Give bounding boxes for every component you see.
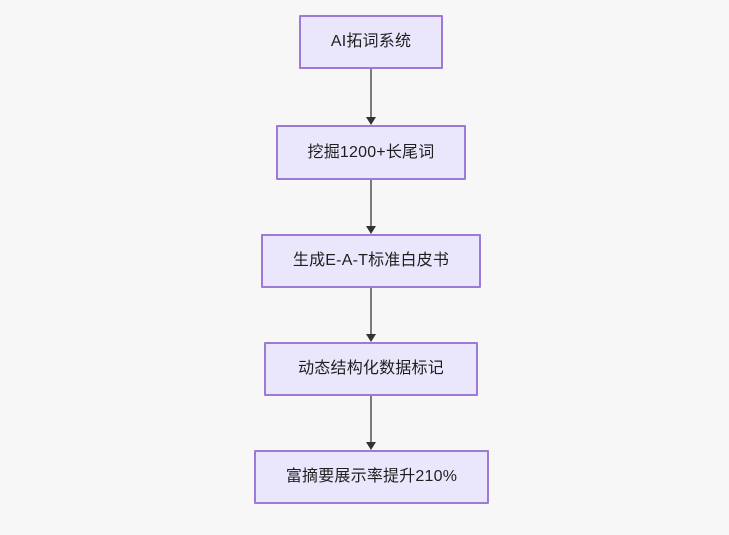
arrowhead-icon (366, 334, 376, 342)
flow-edge-n2-n3 (366, 180, 376, 234)
flow-node-mine-longtail-keywords[interactable]: 挖掘1200+长尾词 (276, 125, 466, 180)
flow-edge-n4-n5 (366, 396, 376, 450)
flow-node-label: 挖掘1200+长尾词 (307, 143, 435, 161)
edge-line (370, 69, 372, 117)
flow-node-label: 动态结构化数据标记 (298, 360, 444, 378)
flow-edge-n1-n2 (366, 69, 376, 125)
edge-line (370, 396, 372, 442)
flow-node-label: 富摘要展示率提升210% (285, 468, 458, 486)
flow-node-label: AI拓词系统 (330, 33, 412, 51)
flow-node-label: 生成E-A-T标准白皮书 (292, 252, 450, 270)
flow-node-ai-keyword-system[interactable]: AI拓词系统 (299, 15, 443, 69)
edge-line (370, 180, 372, 226)
flow-node-dynamic-structured-data-markup[interactable]: 动态结构化数据标记 (264, 342, 478, 396)
edge-line (370, 288, 372, 334)
arrowhead-icon (366, 117, 376, 125)
flow-node-rich-snippet-rate-increase[interactable]: 富摘要展示率提升210% (254, 450, 489, 504)
flow-node-generate-eat-whitepaper[interactable]: 生成E-A-T标准白皮书 (261, 234, 481, 288)
arrowhead-icon (366, 442, 376, 450)
flow-edge-n3-n4 (366, 288, 376, 342)
arrowhead-icon (366, 226, 376, 234)
